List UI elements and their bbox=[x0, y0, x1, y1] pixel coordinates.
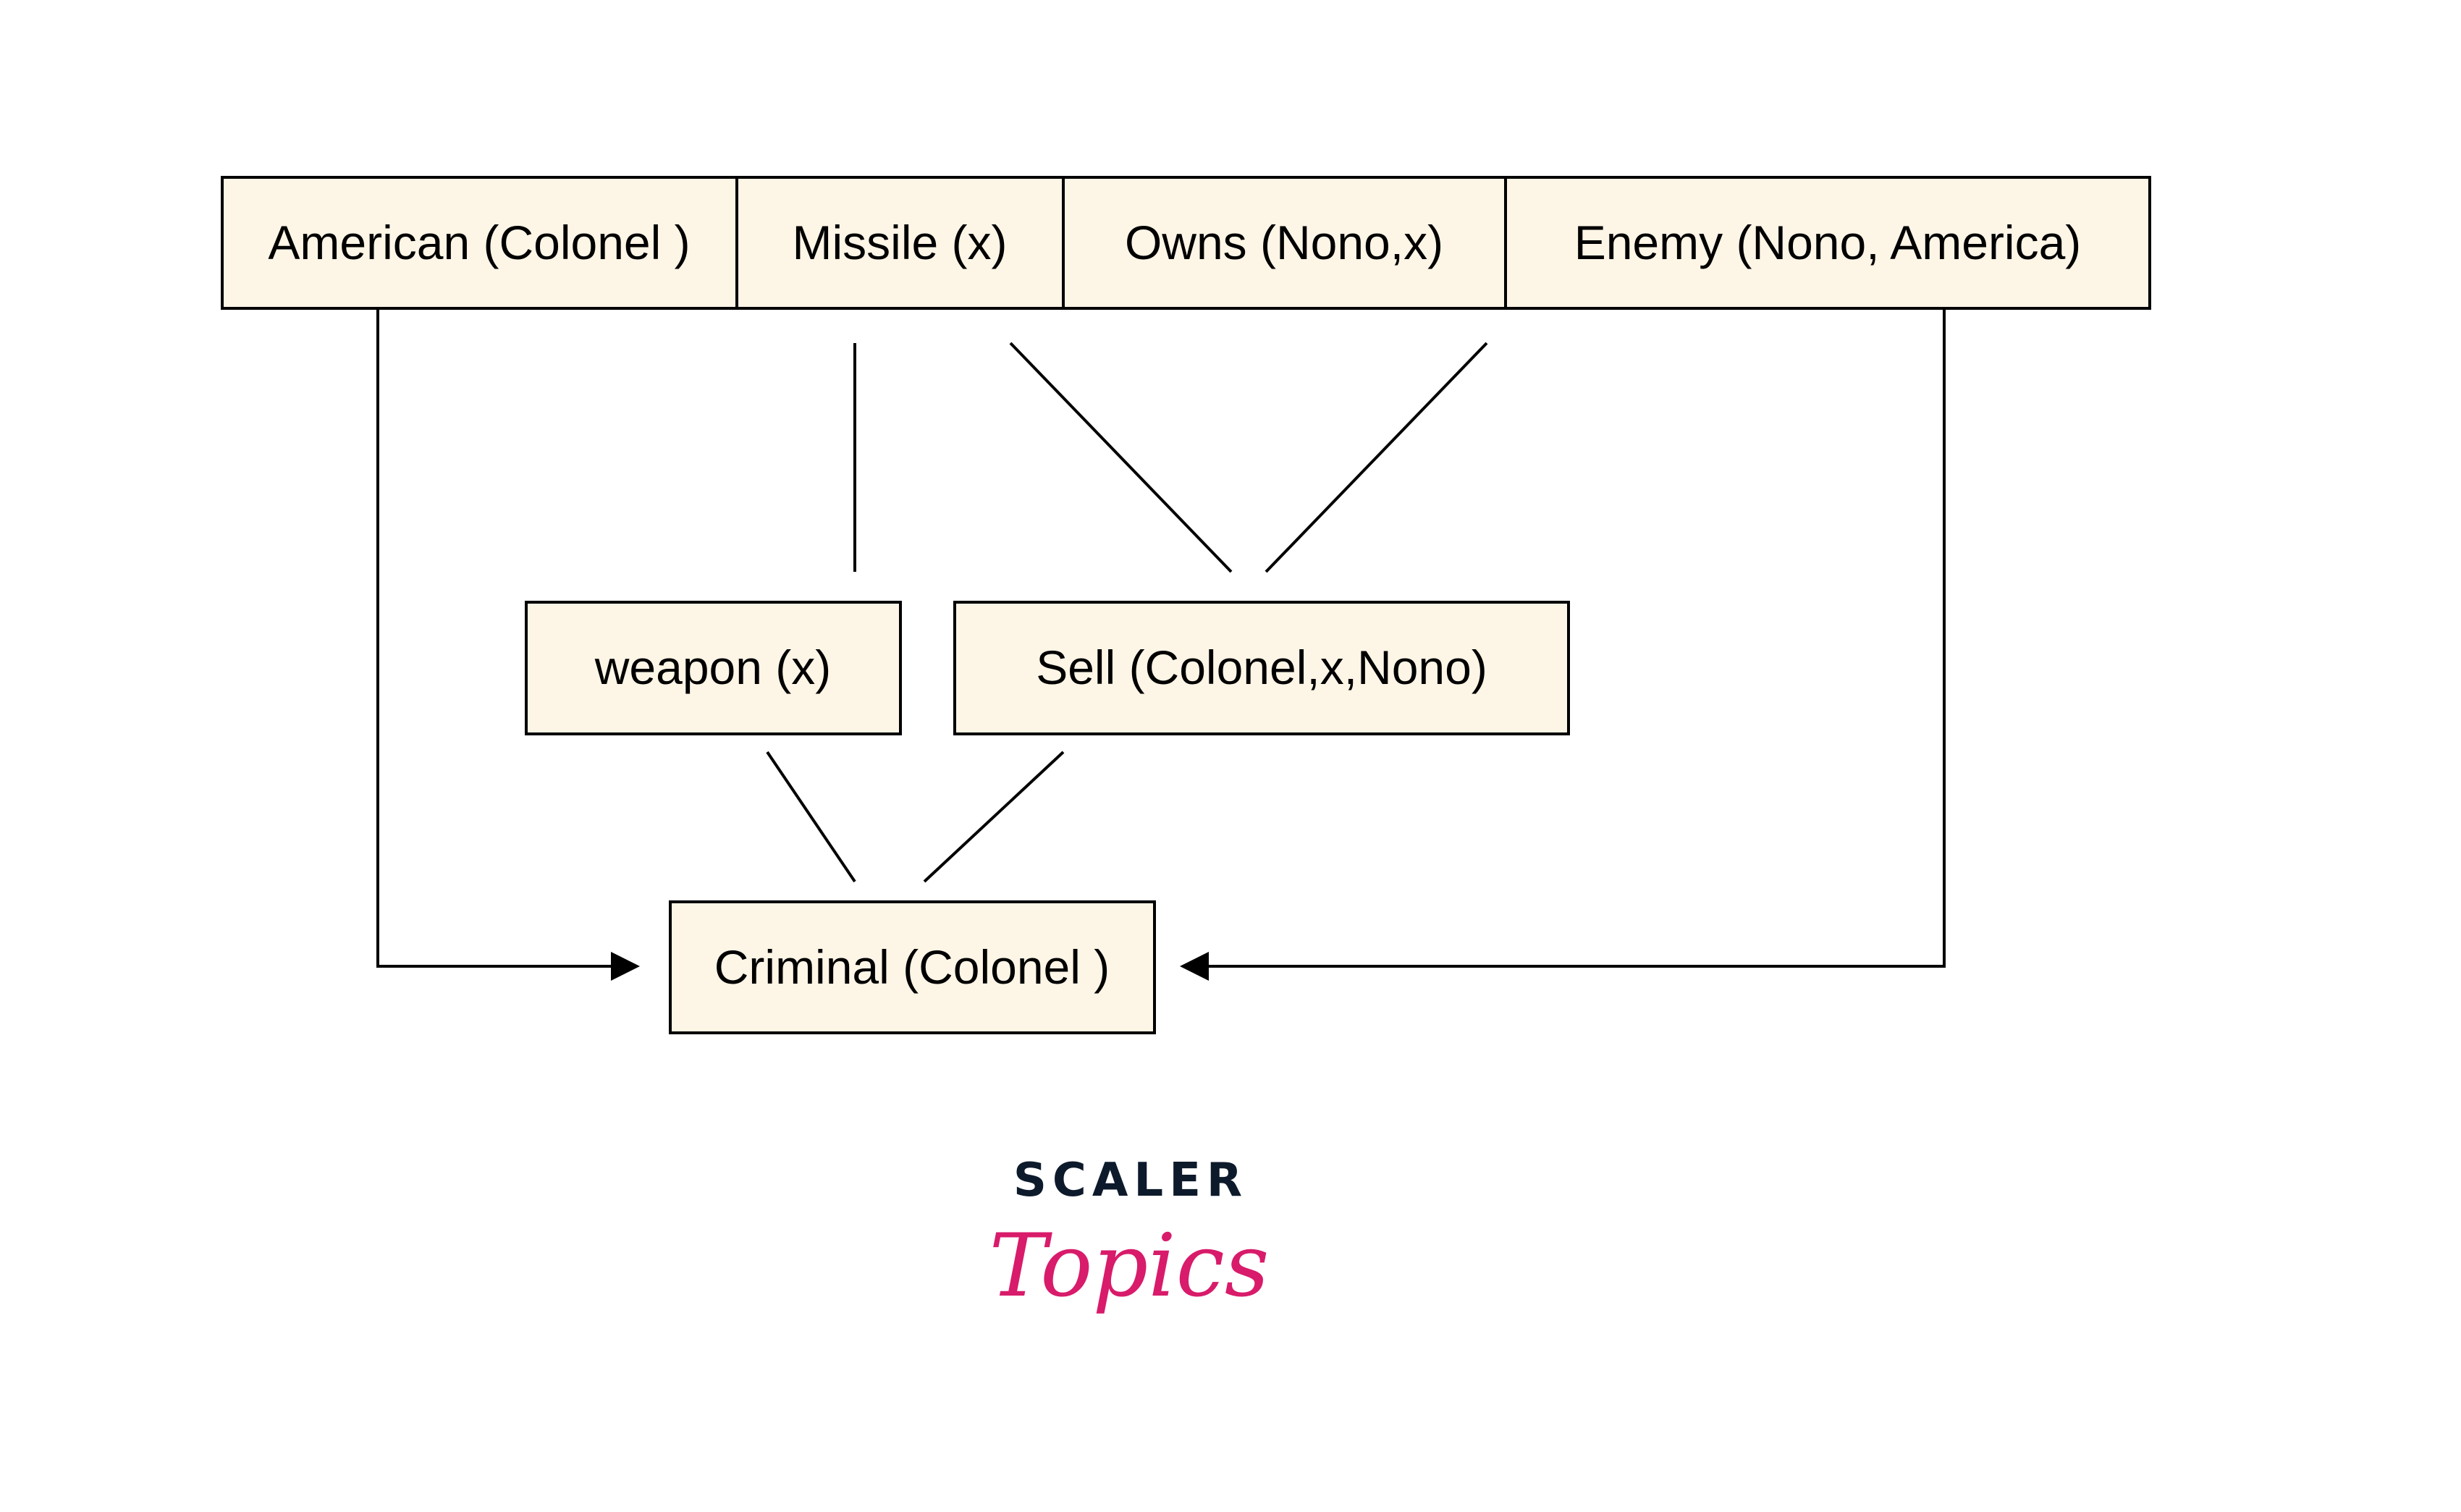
node-owns: Owns (Nono,x) bbox=[1062, 176, 1507, 310]
node-label: Missile (x) bbox=[793, 216, 1008, 269]
node-label: Enemy (Nono, America) bbox=[1574, 216, 2082, 269]
edge-weapon-to-criminal bbox=[766, 751, 856, 883]
logo-topics-text: Topics bbox=[989, 1216, 1270, 1317]
node-criminal: Criminal (Colonel ) bbox=[669, 900, 1156, 1034]
node-enemy: Enemy (Nono, America) bbox=[1504, 176, 2151, 310]
node-label: Criminal (Colonel ) bbox=[714, 940, 1110, 994]
node-label: Sell (Colonel,x,Nono) bbox=[1036, 641, 1487, 694]
edge-owns-to-sell bbox=[1009, 342, 1233, 573]
node-label: weapon (x) bbox=[594, 641, 832, 694]
node-weapon: weapon (x) bbox=[525, 601, 902, 735]
node-american: American (Colonel ) bbox=[221, 176, 738, 310]
edge-american-to-criminal bbox=[376, 308, 640, 981]
edge-sell-to-criminal bbox=[923, 751, 1065, 883]
logo-scaler-text: SCALER bbox=[1013, 1154, 1248, 1207]
scaler-topics-logo: SCALER Topics bbox=[989, 1154, 1270, 1317]
node-missile: Missile (x) bbox=[735, 176, 1065, 310]
node-label: Owns (Nono,x) bbox=[1125, 216, 1443, 269]
edge-enemy-to-sell bbox=[1265, 342, 1488, 573]
node-label: American (Colonel ) bbox=[268, 216, 690, 269]
node-sell: Sell (Colonel,x,Nono) bbox=[953, 601, 1570, 735]
edge-enemy-to-criminal bbox=[1180, 308, 1946, 981]
